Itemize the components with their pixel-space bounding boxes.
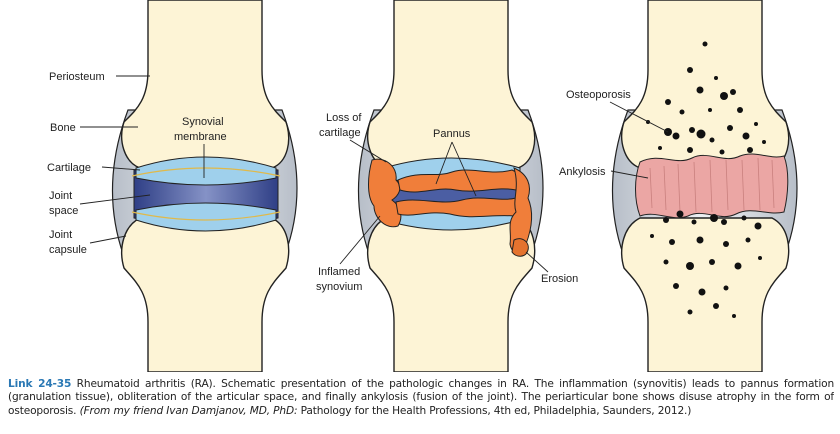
panel1-labels: Periosteum Bone Synovial membrane Cartil… bbox=[47, 71, 227, 256]
inflamed-label-1: Inflamed bbox=[318, 266, 360, 278]
pannus-leader-a bbox=[435, 141, 453, 185]
osteoporosis-label: Osteoporosis bbox=[566, 89, 631, 101]
osteoporosis-leader bbox=[609, 101, 669, 133]
lower-bone-3 bbox=[621, 217, 790, 372]
inflamed-leader bbox=[339, 215, 381, 265]
joint-space-label-2: space bbox=[49, 205, 78, 217]
synovial-membrane-line bbox=[131, 167, 281, 177]
erosion-label: Erosion bbox=[541, 273, 578, 285]
joint-capsule-leader bbox=[89, 235, 127, 244]
pannus-leader-b bbox=[451, 141, 477, 197]
joint-space-leader bbox=[79, 194, 151, 205]
joint-space-label-1: Joint bbox=[49, 190, 72, 202]
joint-capsule-label-1: Joint bbox=[49, 229, 72, 241]
ankylosis-leader bbox=[610, 170, 649, 179]
periosteum-label: Periosteum bbox=[49, 71, 105, 83]
panel-normal-joint bbox=[111, 0, 298, 372]
panel-pannus-joint bbox=[357, 0, 544, 372]
pannus-label: Pannus bbox=[433, 128, 471, 140]
synovial-label-1: Synovial bbox=[182, 116, 224, 128]
lower-cartilage bbox=[135, 202, 277, 232]
caption-link[interactable]: Link 24-35 bbox=[8, 378, 72, 390]
bone-label: Bone bbox=[50, 122, 76, 134]
lower-bone-2 bbox=[367, 217, 536, 372]
lower-bone bbox=[121, 217, 290, 372]
upper-bone-2 bbox=[367, 0, 536, 169]
cartilage-leader bbox=[101, 166, 141, 171]
caption-source-title: Pathology for the Health Professions, 4t… bbox=[300, 404, 511, 417]
panel-ankylosis-joint bbox=[611, 0, 798, 372]
erosion bbox=[511, 238, 529, 257]
panel2-labels: Loss of cartilage Pannus Inflamed synovi… bbox=[316, 112, 578, 293]
ankylosis-label: Ankylosis bbox=[559, 166, 606, 178]
ankylosis-texture bbox=[649, 157, 775, 213]
ankylosis-fusion bbox=[635, 153, 789, 219]
inflamed-label-2: synovium bbox=[316, 281, 362, 293]
joint-capsule-label-2: capsule bbox=[49, 244, 87, 256]
erosion-leader bbox=[525, 251, 549, 273]
osteoporosis-spots bbox=[646, 41, 766, 318]
caption-source-rest: ed, Philadelphia, Saunders, 2012.) bbox=[510, 404, 692, 417]
rheumatoid-arthritis-diagram: Periosteum Bone Synovial membrane Cartil… bbox=[47, 0, 798, 372]
upper-cartilage bbox=[135, 156, 277, 186]
caption-source: (From my friend Ivan Damjanov, MD, PhD: bbox=[79, 404, 301, 417]
loss-cartilage-label-2: cartilage bbox=[319, 127, 361, 139]
figure-caption: Link 24-35 Rheumatoid arthritis (RA). Sc… bbox=[8, 378, 834, 432]
caption-text: Rheumatoid arthritis (RA). Schematic pre… bbox=[8, 378, 834, 417]
loss-cartilage-leader bbox=[349, 139, 387, 163]
panel3-labels: Osteoporosis Ankylosis bbox=[559, 89, 669, 179]
loss-cartilage-label-1: Loss of bbox=[326, 112, 362, 124]
cartilage-label: Cartilage bbox=[47, 162, 91, 174]
synovial-label-2: membrane bbox=[174, 131, 227, 143]
